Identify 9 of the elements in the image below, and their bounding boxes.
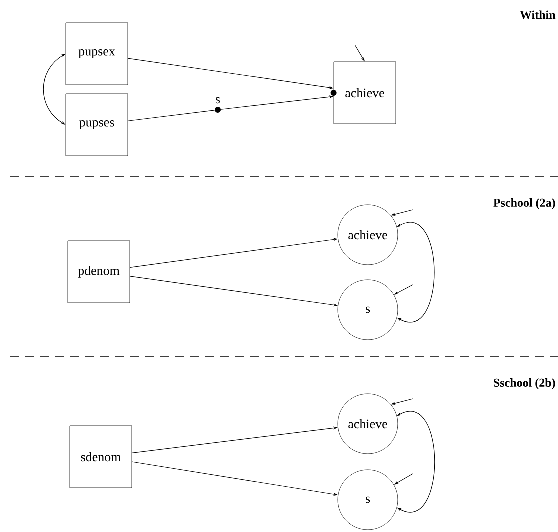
- section-title: Pschool (2a): [494, 198, 556, 210]
- variable-box: pupses: [66, 94, 128, 156]
- variable-box: achieve: [334, 62, 396, 124]
- variable-box: pdenom: [68, 240, 130, 304]
- section-title: Within: [520, 10, 556, 20]
- variable-box: sdenom: [70, 426, 132, 488]
- section-title: Sschool (2b): [494, 378, 556, 390]
- slope-label: s: [216, 97, 220, 104]
- variable-box: pupsex: [66, 22, 128, 86]
